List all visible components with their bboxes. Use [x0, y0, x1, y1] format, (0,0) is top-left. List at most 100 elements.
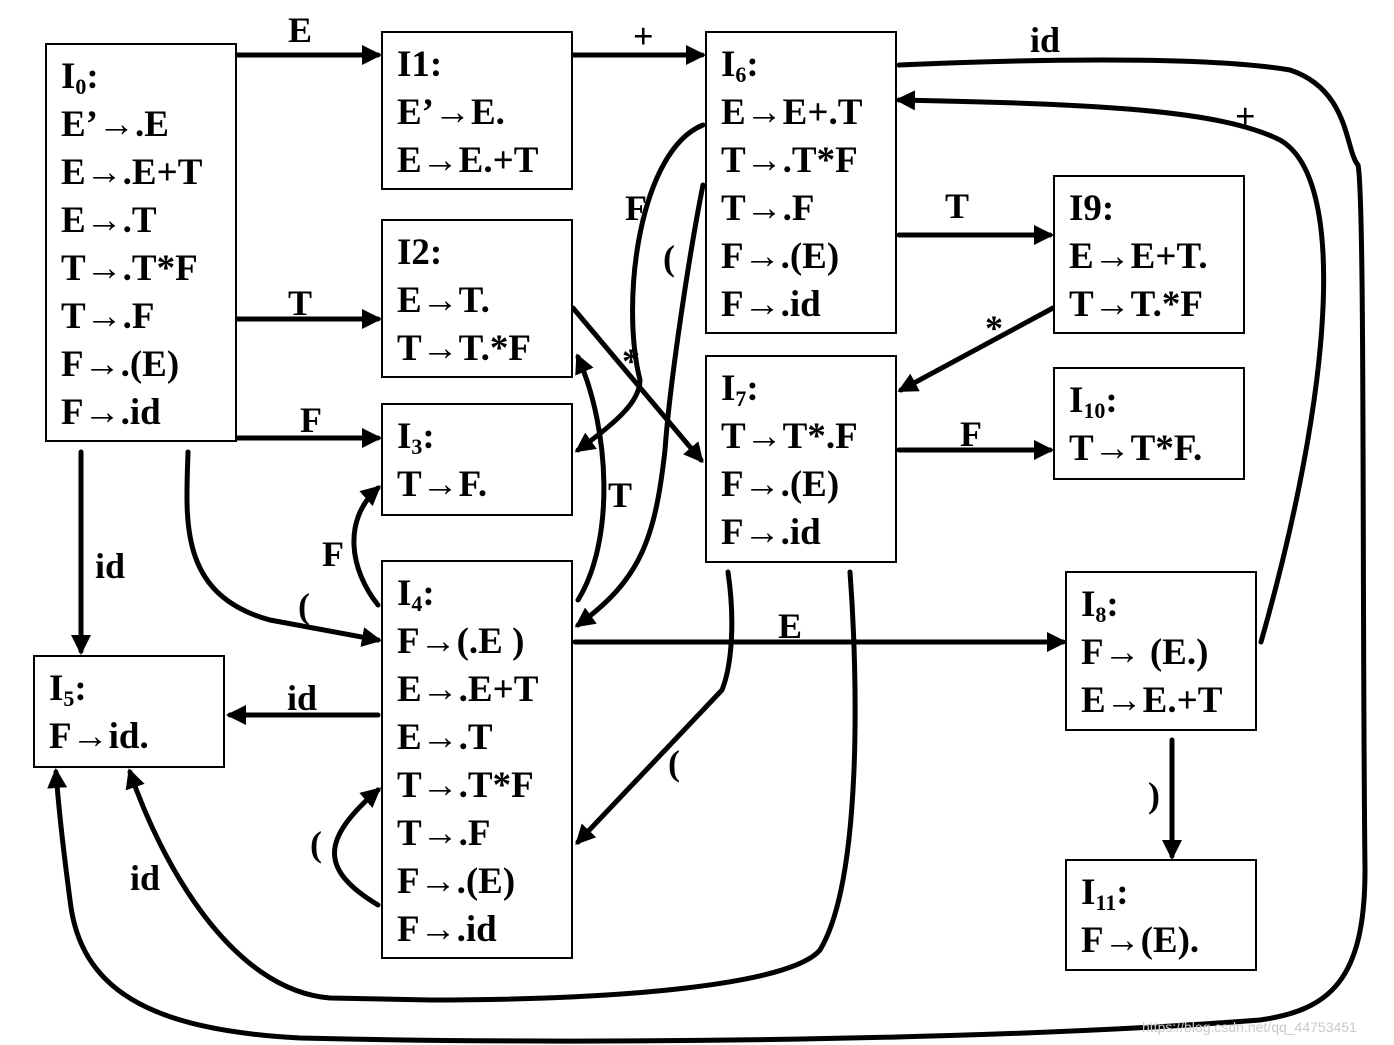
state-title: I1:	[397, 41, 571, 89]
lr-item: T→.F	[397, 813, 491, 854]
state-title: I0:	[61, 53, 235, 101]
state-title-head: I9	[1069, 188, 1102, 229]
transition-label-i8-i6: +	[1235, 96, 1256, 136]
state-title: I2:	[397, 229, 571, 277]
state-title-head: I	[1081, 584, 1096, 625]
state-title-subscript: 6	[735, 62, 747, 87]
transition-label-i1-i6: +	[633, 16, 654, 56]
state-title: I6:	[721, 41, 895, 89]
lr-item: E→E.+T	[397, 140, 539, 181]
state-title-head: I	[721, 368, 736, 409]
transition-label-i0-i4: (	[298, 586, 310, 626]
state-title: I9:	[1069, 185, 1243, 233]
transition-label-i4-i4: (	[310, 824, 322, 864]
lr-item: E→.T	[61, 200, 157, 241]
transition-label-i9-i7: *	[985, 308, 1003, 348]
transition-label-i0-i5: id	[95, 546, 125, 586]
state-box-i5: I5:F→id.	[33, 655, 225, 768]
lr-item: E→T.	[397, 280, 490, 321]
transition-label-i2-i7: *	[622, 341, 640, 381]
lr-item: F→.(E)	[397, 861, 516, 902]
lr-item: F→(.E )	[397, 621, 525, 662]
transition-arrow-i2-i7	[570, 305, 704, 464]
state-title-head: I	[49, 668, 64, 709]
state-title: I7:	[721, 365, 895, 413]
lr-item: F→.id	[721, 512, 821, 553]
transition-label-i0-i3: F	[300, 400, 322, 440]
transition-label-i4-i3: F	[322, 534, 344, 574]
lr-item: T→.F	[61, 296, 155, 337]
transition-arrow-i0-i4	[184, 449, 382, 647]
transition-label-i4-i5: id	[287, 678, 317, 718]
transition-arrow-i6-i4	[574, 182, 706, 628]
lr-item: F→.id	[721, 284, 821, 325]
state-title-colon: :	[1101, 188, 1115, 229]
state-box-i8: I8:F→ (E.)E→E.+T	[1065, 571, 1257, 731]
state-box-i11: I11:F→(E).	[1065, 859, 1257, 971]
lr-item: T→.T*F	[721, 140, 858, 181]
lr-item: F→.id	[397, 909, 497, 950]
state-title: I5:	[49, 665, 223, 713]
lr-item: F→.id	[61, 392, 161, 433]
state-title-colon: :	[746, 44, 759, 85]
state-box-i10: I10:T→T*F.	[1053, 367, 1245, 480]
state-title: I3:	[397, 413, 571, 461]
state-title-head: I	[61, 56, 76, 97]
transition-label-i6-i5: id	[1030, 20, 1060, 60]
lr-item: F→.(E)	[61, 344, 180, 385]
transition-label-i0-i1: E	[288, 10, 312, 50]
lr-item: F→.(E)	[721, 464, 840, 505]
transition-arrow-i4-i3	[351, 485, 381, 608]
lr-item: T→T.*F	[1069, 284, 1203, 325]
lr-item: T→.T*F	[397, 765, 534, 806]
transition-label-i4-i2: T	[608, 475, 632, 515]
state-title-head: I	[1081, 872, 1096, 913]
lr-item: F→(E).	[1081, 920, 1200, 961]
state-title-subscript: 7	[735, 386, 747, 411]
state-title-subscript: 5	[63, 686, 75, 711]
state-title-subscript: 8	[1095, 602, 1107, 627]
lr-item: T→.F	[721, 188, 815, 229]
lr-item: F→ (E.)	[1081, 632, 1209, 673]
state-title-colon: :	[746, 368, 759, 409]
state-title-head: I	[397, 416, 412, 457]
lr-item: T→F.	[397, 464, 488, 505]
transition-arrow-i9-i7	[897, 305, 1056, 393]
state-title-subscript: 4	[411, 591, 423, 616]
lr-item: E’→.E	[61, 104, 169, 145]
lr-item: E→.E+T	[397, 669, 539, 710]
state-title-subscript: 3	[411, 434, 423, 459]
state-title: I11:	[1081, 869, 1255, 917]
state-title-colon: :	[422, 573, 435, 614]
state-title-head: I	[397, 573, 412, 614]
lr-item: E→E+T.	[1069, 236, 1208, 277]
transition-arrow-i7-i5	[125, 569, 858, 1003]
state-title-subscript: 10	[1083, 398, 1106, 423]
lr-item: T→T*F.	[1069, 428, 1203, 469]
state-title-colon: :	[1116, 872, 1129, 913]
lr-item: E→E+.T	[721, 92, 863, 133]
state-title-head: I	[1069, 380, 1084, 421]
lr-item: F→id.	[49, 716, 149, 757]
state-title: I8:	[1081, 581, 1255, 629]
transition-label-i6-i4: (	[663, 238, 675, 278]
transition-arrow-i4-i4	[332, 787, 382, 908]
state-title: I4:	[397, 570, 571, 618]
state-title-subscript: 0	[75, 74, 87, 99]
transition-label-i7-i4: (	[668, 743, 680, 783]
lr-item: T→T.*F	[397, 328, 531, 369]
lr-item: T→.T*F	[61, 248, 198, 289]
state-box-i2: I2:E→T. T→T.*F	[381, 219, 573, 378]
transition-arrow-i6-i5	[47, 57, 1368, 1044]
state-title-head: I2	[397, 232, 430, 273]
lr-item: F→.(E)	[721, 236, 840, 277]
lr-item: E’→E.	[397, 92, 505, 133]
state-title-head: I	[721, 44, 736, 85]
state-title: I10:	[1069, 377, 1243, 425]
state-box-i9: I9:E→E+T.T→T.*F	[1053, 175, 1245, 334]
transition-label-i0-i2: T	[288, 283, 312, 323]
state-title-colon: :	[86, 56, 99, 97]
transition-arrow-i7-i4	[575, 569, 735, 845]
lr-item: E→.E+T	[61, 152, 203, 193]
